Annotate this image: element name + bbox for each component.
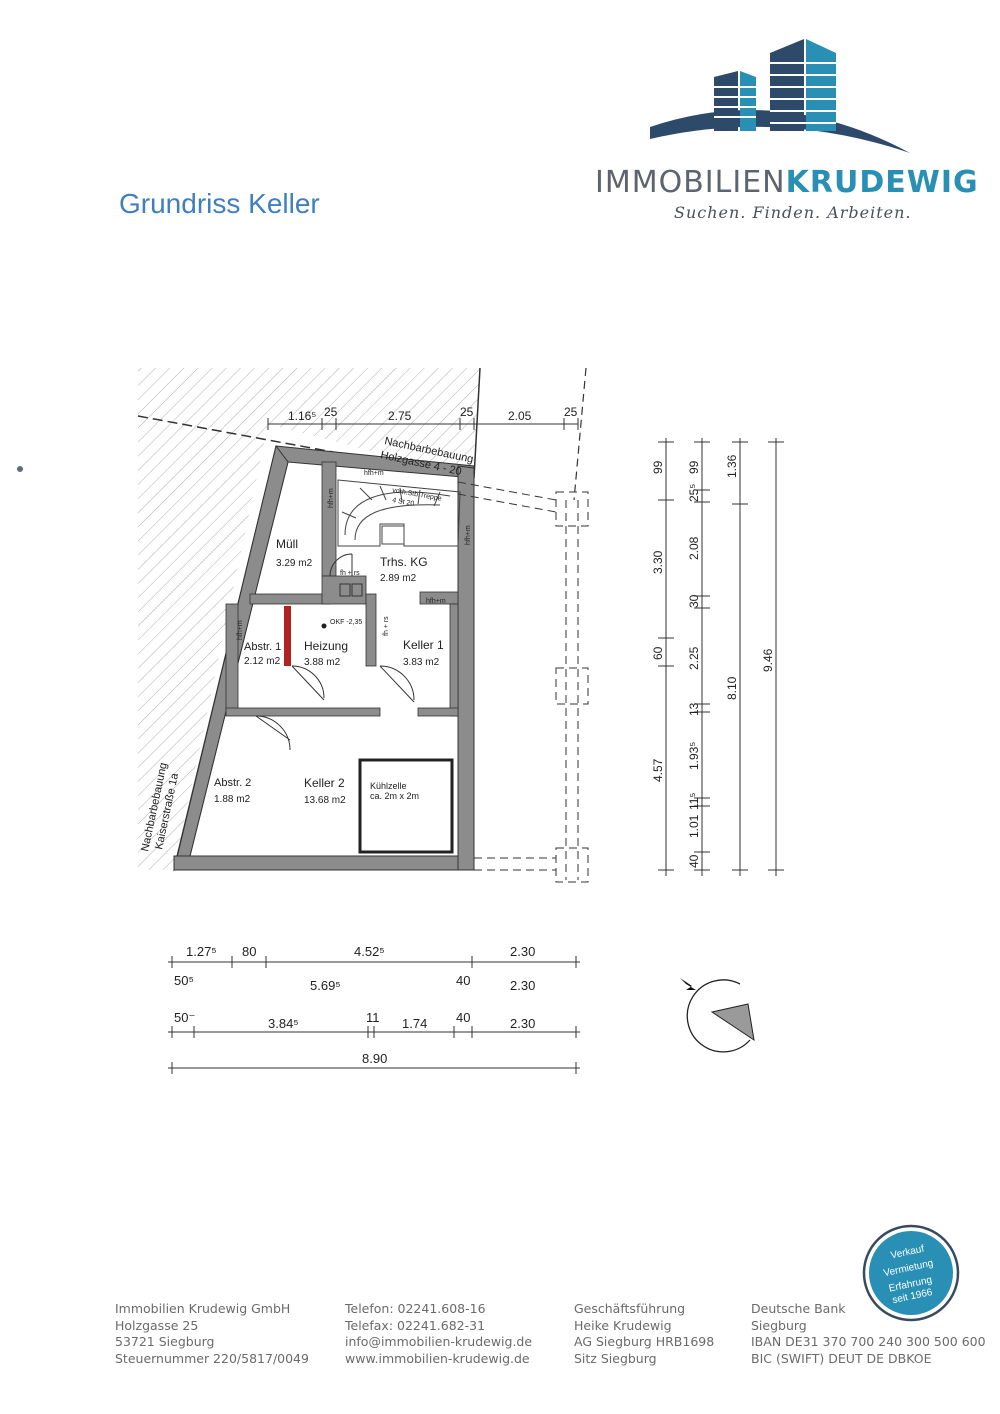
logo-name-part2: KRUDEWIG: [785, 165, 979, 200]
logo-wordmark: IMMOBILIENKRUDEWIG: [595, 165, 979, 200]
svg-text:1.93⁵: 1.93⁵: [687, 742, 701, 770]
svg-text:80: 80: [242, 944, 256, 959]
hfh-note-keller1: hfh+m: [426, 598, 446, 605]
svg-text:4.57: 4.57: [651, 758, 665, 782]
bullet-point: [17, 466, 23, 472]
footer-fax: Telefax: 02241.682-31: [345, 1317, 486, 1333]
svg-text:99: 99: [687, 460, 701, 474]
experience-badge: Verkauf Vermietung Erfahrung seit 1966: [862, 1224, 960, 1322]
svg-text:25: 25: [324, 405, 338, 419]
svg-text:1.27⁵: 1.27⁵: [186, 944, 217, 959]
footer-company: Immobilien Krudewig GmbH Holzgasse 25 53…: [115, 1301, 309, 1366]
room-heizung-name: Heizung: [304, 639, 348, 653]
svg-text:50⁻: 50⁻: [174, 1010, 195, 1025]
svg-text:11: 11: [366, 1010, 380, 1025]
svg-text:3.84⁵: 3.84⁵: [268, 1016, 299, 1031]
svg-text:2.30: 2.30: [510, 978, 535, 993]
room-kuehlzelle-name: Kühlzelle: [370, 781, 407, 791]
company-logo: IMMOBILIENKRUDEWIG Suchen. Finden. Arbei…: [590, 35, 978, 230]
door-swings: [255, 553, 415, 751]
page-title: Grundriss Keller: [119, 188, 320, 219]
room-keller2-area: 13.68 m2: [304, 795, 346, 806]
svg-text:11⁵: 11⁵: [687, 793, 701, 810]
fh-note-treppe: fh + rs: [340, 570, 360, 577]
room-keller2-name: Keller 2: [304, 776, 345, 790]
okf-note: OKF -2,35: [330, 619, 362, 626]
svg-text:2.25: 2.25: [687, 646, 701, 670]
dimension-bottom-labels: 1.27⁵ 80 4.52⁵ 2.30 50⁵ 5.69⁵ 40 2.30 50…: [174, 944, 535, 1066]
neighbor-hatch-top: [138, 368, 480, 478]
hfh-note-abstr1: hfh+m: [237, 620, 244, 640]
room-heizung-area: 3.88 m2: [304, 657, 341, 668]
svg-text:2.30: 2.30: [510, 944, 535, 959]
svg-text:3.30: 3.30: [651, 550, 665, 574]
room-abstr2-area: 1.88 m2: [214, 794, 251, 805]
room-treppe-area: 2.89 m2: [380, 573, 417, 584]
svg-text:1.74: 1.74: [402, 1016, 427, 1031]
svg-text:2.08: 2.08: [687, 536, 701, 560]
room-abstr1-name: Abstr. 1: [244, 641, 281, 653]
dimension-top-labels: 1.16⁵ 25 2.75 25 2.05 25: [288, 405, 578, 423]
room-abstr1-area: 2.12 m2: [244, 656, 281, 667]
svg-text:9.46: 9.46: [761, 648, 775, 672]
room-muell-name: Müll: [276, 537, 298, 551]
hfh-note-muell: hfh+m: [328, 488, 335, 508]
svg-text:25⁵: 25⁵: [687, 484, 701, 502]
room-treppe-name: Trhs. KG: [380, 555, 428, 569]
svg-text:40: 40: [456, 973, 470, 988]
svg-text:8.90: 8.90: [362, 1051, 387, 1066]
room-kuehlzelle-size: ca. 2m x 2m: [370, 791, 419, 801]
room-keller1-area: 3.83 m2: [403, 657, 440, 668]
svg-text:99: 99: [651, 460, 665, 474]
svg-text:4.52⁵: 4.52⁵: [354, 944, 385, 959]
dimension-right: [658, 438, 784, 876]
svg-text:2.05: 2.05: [508, 409, 532, 423]
svg-text:1.16⁵: 1.16⁵: [288, 409, 316, 423]
svg-text:2.75: 2.75: [388, 409, 412, 423]
footer-management: Geschäftsführung Heike Krudewig AG Siegb…: [574, 1301, 715, 1366]
interior-walls: [225, 461, 459, 854]
stairs-steps: 4 St 20: [392, 497, 415, 508]
svg-text:1.36: 1.36: [725, 454, 739, 478]
svg-text:30: 30: [687, 594, 701, 608]
dimension-top: [267, 418, 579, 430]
room-muell-area: 3.29 m2: [276, 558, 313, 569]
buildings-logo-icon: [650, 39, 910, 153]
svg-text:5.69⁵: 5.69⁵: [310, 978, 341, 993]
stairs: [337, 479, 461, 547]
fh-note-keller1: fh + rs: [383, 616, 390, 636]
svg-text:60: 60: [651, 646, 665, 660]
svg-text:25: 25: [564, 405, 578, 419]
footer-email-link[interactable]: info@immobilien-krudewig.de: [345, 1334, 533, 1349]
footer-phone: Telefon: 02241.608-16: [345, 1301, 486, 1316]
footer-contact: Telefon: 02241.608-16 Telefax: 02241.682…: [345, 1301, 532, 1367]
logo-tagline: Suchen. Finden. Arbeiten.: [674, 203, 912, 222]
svg-text:8.10: 8.10: [725, 676, 739, 700]
dimension-right-labels: 99 3.30 60 4.57 99 25⁵ 2.08 30 2.25 13 1…: [651, 454, 775, 868]
footer-bank: Deutsche Bank Siegburg IBAN DE31 370 700…: [751, 1301, 986, 1366]
hfh-note-top: hfh+m: [364, 470, 384, 477]
svg-text:2.30: 2.30: [510, 1016, 535, 1031]
neighbor-hatch-left: [138, 416, 268, 870]
svg-text:13: 13: [687, 702, 701, 716]
compass-icon: [680, 978, 755, 1053]
room-abstr2-name: Abstr. 2: [214, 777, 251, 789]
room-keller1-name: Keller 1: [403, 638, 444, 652]
svg-text:1.01: 1.01: [687, 814, 701, 838]
dimension-bottom: [168, 956, 580, 1074]
svg-text:40: 40: [456, 1010, 470, 1025]
hfh-note-right: hfh+m: [465, 525, 472, 545]
footer-website-link[interactable]: www.immobilien-krudewig.de: [345, 1350, 530, 1366]
logo-name-part1: IMMOBILIEN: [595, 165, 786, 200]
svg-text:40: 40: [687, 854, 701, 868]
svg-text:50⁵: 50⁵: [174, 973, 194, 988]
svg-text:25: 25: [460, 405, 474, 419]
